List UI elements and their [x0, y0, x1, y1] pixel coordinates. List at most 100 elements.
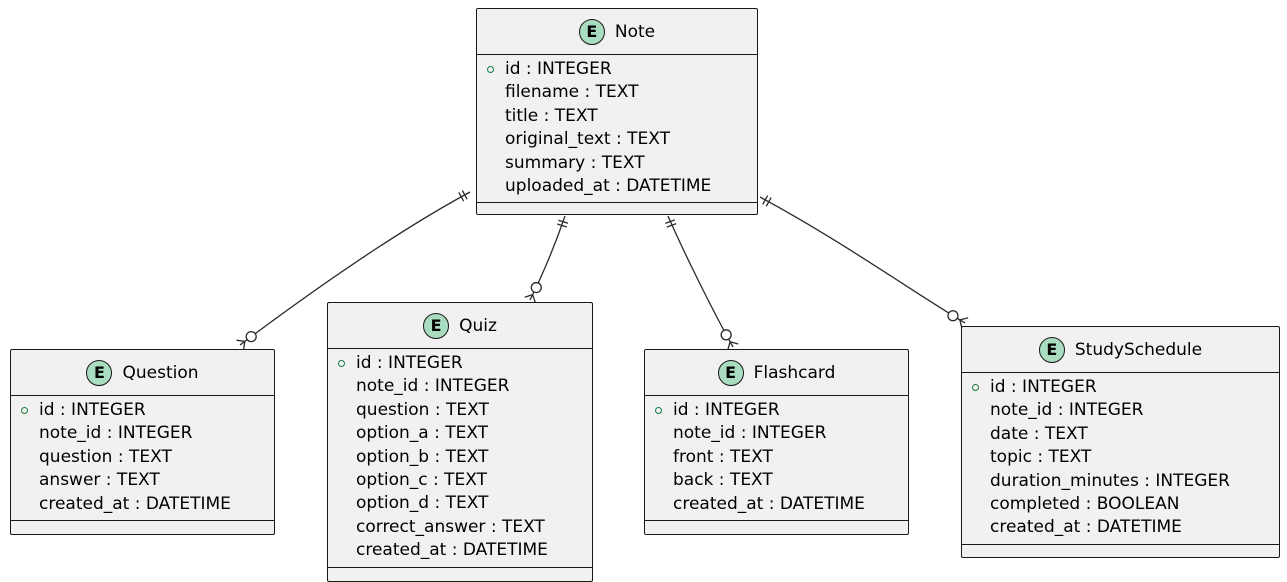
attribute-text: answer : TEXT — [39, 470, 160, 491]
attribute-row: note_id : INTEGER — [962, 399, 1279, 422]
entity-badge-icon: E — [86, 359, 113, 386]
attribute-text: created_at : DATETIME — [990, 517, 1182, 538]
attribute-row: id : INTEGER — [477, 58, 757, 81]
attribute-row: note_id : INTEGER — [11, 422, 274, 445]
attribute-row: summary : TEXT — [477, 152, 757, 175]
attribute-row: option_d : TEXT — [328, 492, 592, 515]
attribute-text: option_d : TEXT — [356, 493, 489, 514]
cardinality-one-marker — [461, 190, 468, 200]
cardinality-zero-marker — [947, 310, 959, 322]
attribute-row: created_at : DATETIME — [962, 516, 1279, 539]
entity-note-title: Note — [614, 21, 656, 42]
cardinality-one-marker — [557, 223, 567, 228]
entity-flashcard[interactable]: E Flashcard id : INTEGER note_id : INTEGE… — [644, 349, 909, 535]
attribute-row: id : INTEGER — [328, 352, 592, 375]
attribute-text: original_text : TEXT — [505, 129, 670, 150]
cardinality-one-marker — [558, 219, 569, 224]
entity-badge-icon: E — [717, 359, 744, 386]
attribute-row: id : INTEGER — [11, 399, 274, 422]
attribute-text: id : INTEGER — [990, 377, 1097, 397]
attribute-text: created_at : DATETIME — [673, 493, 865, 514]
attribute-text: id : INTEGER — [356, 353, 463, 373]
cardinality-many-marker — [729, 341, 739, 345]
entity-badge-icon: E — [423, 312, 450, 339]
entity-quiz-title: Quiz — [459, 315, 497, 336]
entity-badge-icon: E — [578, 18, 605, 45]
attribute-text: note_id : INTEGER — [673, 423, 827, 444]
edge-note-quiz — [524, 215, 569, 303]
entity-badge-icon: E — [1038, 336, 1065, 363]
attribute-row: created_at : DATETIME — [11, 493, 274, 516]
attribute-row: id : INTEGER — [645, 399, 908, 422]
attribute-text: option_c : TEXT — [356, 469, 487, 490]
attribute-text: front : TEXT — [673, 446, 773, 467]
attribute-text: option_b : TEXT — [356, 446, 489, 467]
attribute-row: option_a : TEXT — [328, 422, 592, 445]
attribute-row: question : TEXT — [328, 399, 592, 422]
attribute-row: answer : TEXT — [11, 469, 274, 492]
attribute-text: created_at : DATETIME — [39, 493, 231, 514]
attribute-text: note_id : INTEGER — [356, 376, 510, 397]
attribute-row: option_b : TEXT — [328, 446, 592, 469]
cardinality-one-marker — [666, 223, 677, 228]
primary-key-icon — [972, 384, 979, 391]
attribute-row: correct_answer : TEXT — [328, 516, 592, 539]
attribute-text: question : TEXT — [356, 399, 489, 420]
attribute-text: option_a : TEXT — [356, 423, 489, 444]
attribute-text: date : TEXT — [990, 423, 1088, 444]
attribute-row: created_at : DATETIME — [645, 493, 908, 516]
cardinality-zero-marker — [720, 329, 732, 341]
cardinality-many-marker — [236, 339, 245, 343]
attribute-text: note_id : INTEGER — [39, 423, 193, 444]
attribute-text: topic : TEXT — [990, 447, 1092, 468]
attribute-text: correct_answer : TEXT — [356, 516, 545, 537]
entity-flashcard-title: Flashcard — [753, 362, 836, 383]
cardinality-many-marker — [959, 317, 969, 321]
cardinality-one-marker — [665, 219, 676, 224]
cardinality-one-marker — [762, 195, 769, 205]
attribute-row: created_at : DATETIME — [328, 539, 592, 562]
cardinality-zero-marker — [530, 281, 542, 294]
attribute-row: question : TEXT — [11, 446, 274, 469]
edge-note-flashcard — [665, 215, 739, 351]
attribute-row: uploaded_at : DATETIME — [477, 175, 757, 198]
cardinality-one-marker — [765, 197, 772, 207]
attribute-row: original_text : TEXT — [477, 128, 757, 151]
entity-question-header: E Question — [11, 350, 274, 396]
entity-question[interactable]: E Question id : INTEGER note_id : INTEGER… — [10, 349, 275, 535]
attribute-row: front : TEXT — [645, 446, 908, 469]
attribute-row: filename : TEXT — [477, 81, 757, 104]
attribute-text: back : TEXT — [673, 470, 773, 491]
attribute-text: id : INTEGER — [673, 400, 780, 420]
primary-key-icon — [21, 407, 28, 414]
attribute-row: topic : TEXT — [962, 446, 1279, 469]
attribute-text: duration_minutes : INTEGER — [990, 470, 1230, 491]
entity-studyschedule[interactable]: E StudySchedule id : INTEGER note_id : IN… — [961, 326, 1280, 558]
entity-studyschedule-title: StudySchedule — [1074, 339, 1203, 360]
entity-note-header: E Note — [477, 9, 757, 55]
attribute-text: question : TEXT — [39, 446, 172, 467]
attribute-row: date : TEXT — [962, 423, 1279, 446]
attribute-text: note_id : INTEGER — [990, 400, 1144, 421]
cardinality-one-marker — [458, 192, 465, 202]
cardinality-many-marker — [524, 294, 533, 298]
entity-flashcard-header: E Flashcard — [645, 350, 908, 396]
attribute-text: id : INTEGER — [39, 400, 146, 420]
edge-note-studyschedule — [759, 195, 969, 329]
attribute-text: uploaded_at : DATETIME — [505, 175, 712, 196]
primary-key-icon — [338, 360, 345, 367]
attribute-row: note_id : INTEGER — [328, 375, 592, 398]
entity-question-title: Question — [122, 362, 199, 383]
attribute-row: completed : BOOLEAN — [962, 493, 1279, 516]
attribute-row: duration_minutes : INTEGER — [962, 470, 1279, 493]
attribute-text: filename : TEXT — [505, 82, 639, 103]
primary-key-icon — [655, 407, 662, 414]
attribute-row: title : TEXT — [477, 105, 757, 128]
